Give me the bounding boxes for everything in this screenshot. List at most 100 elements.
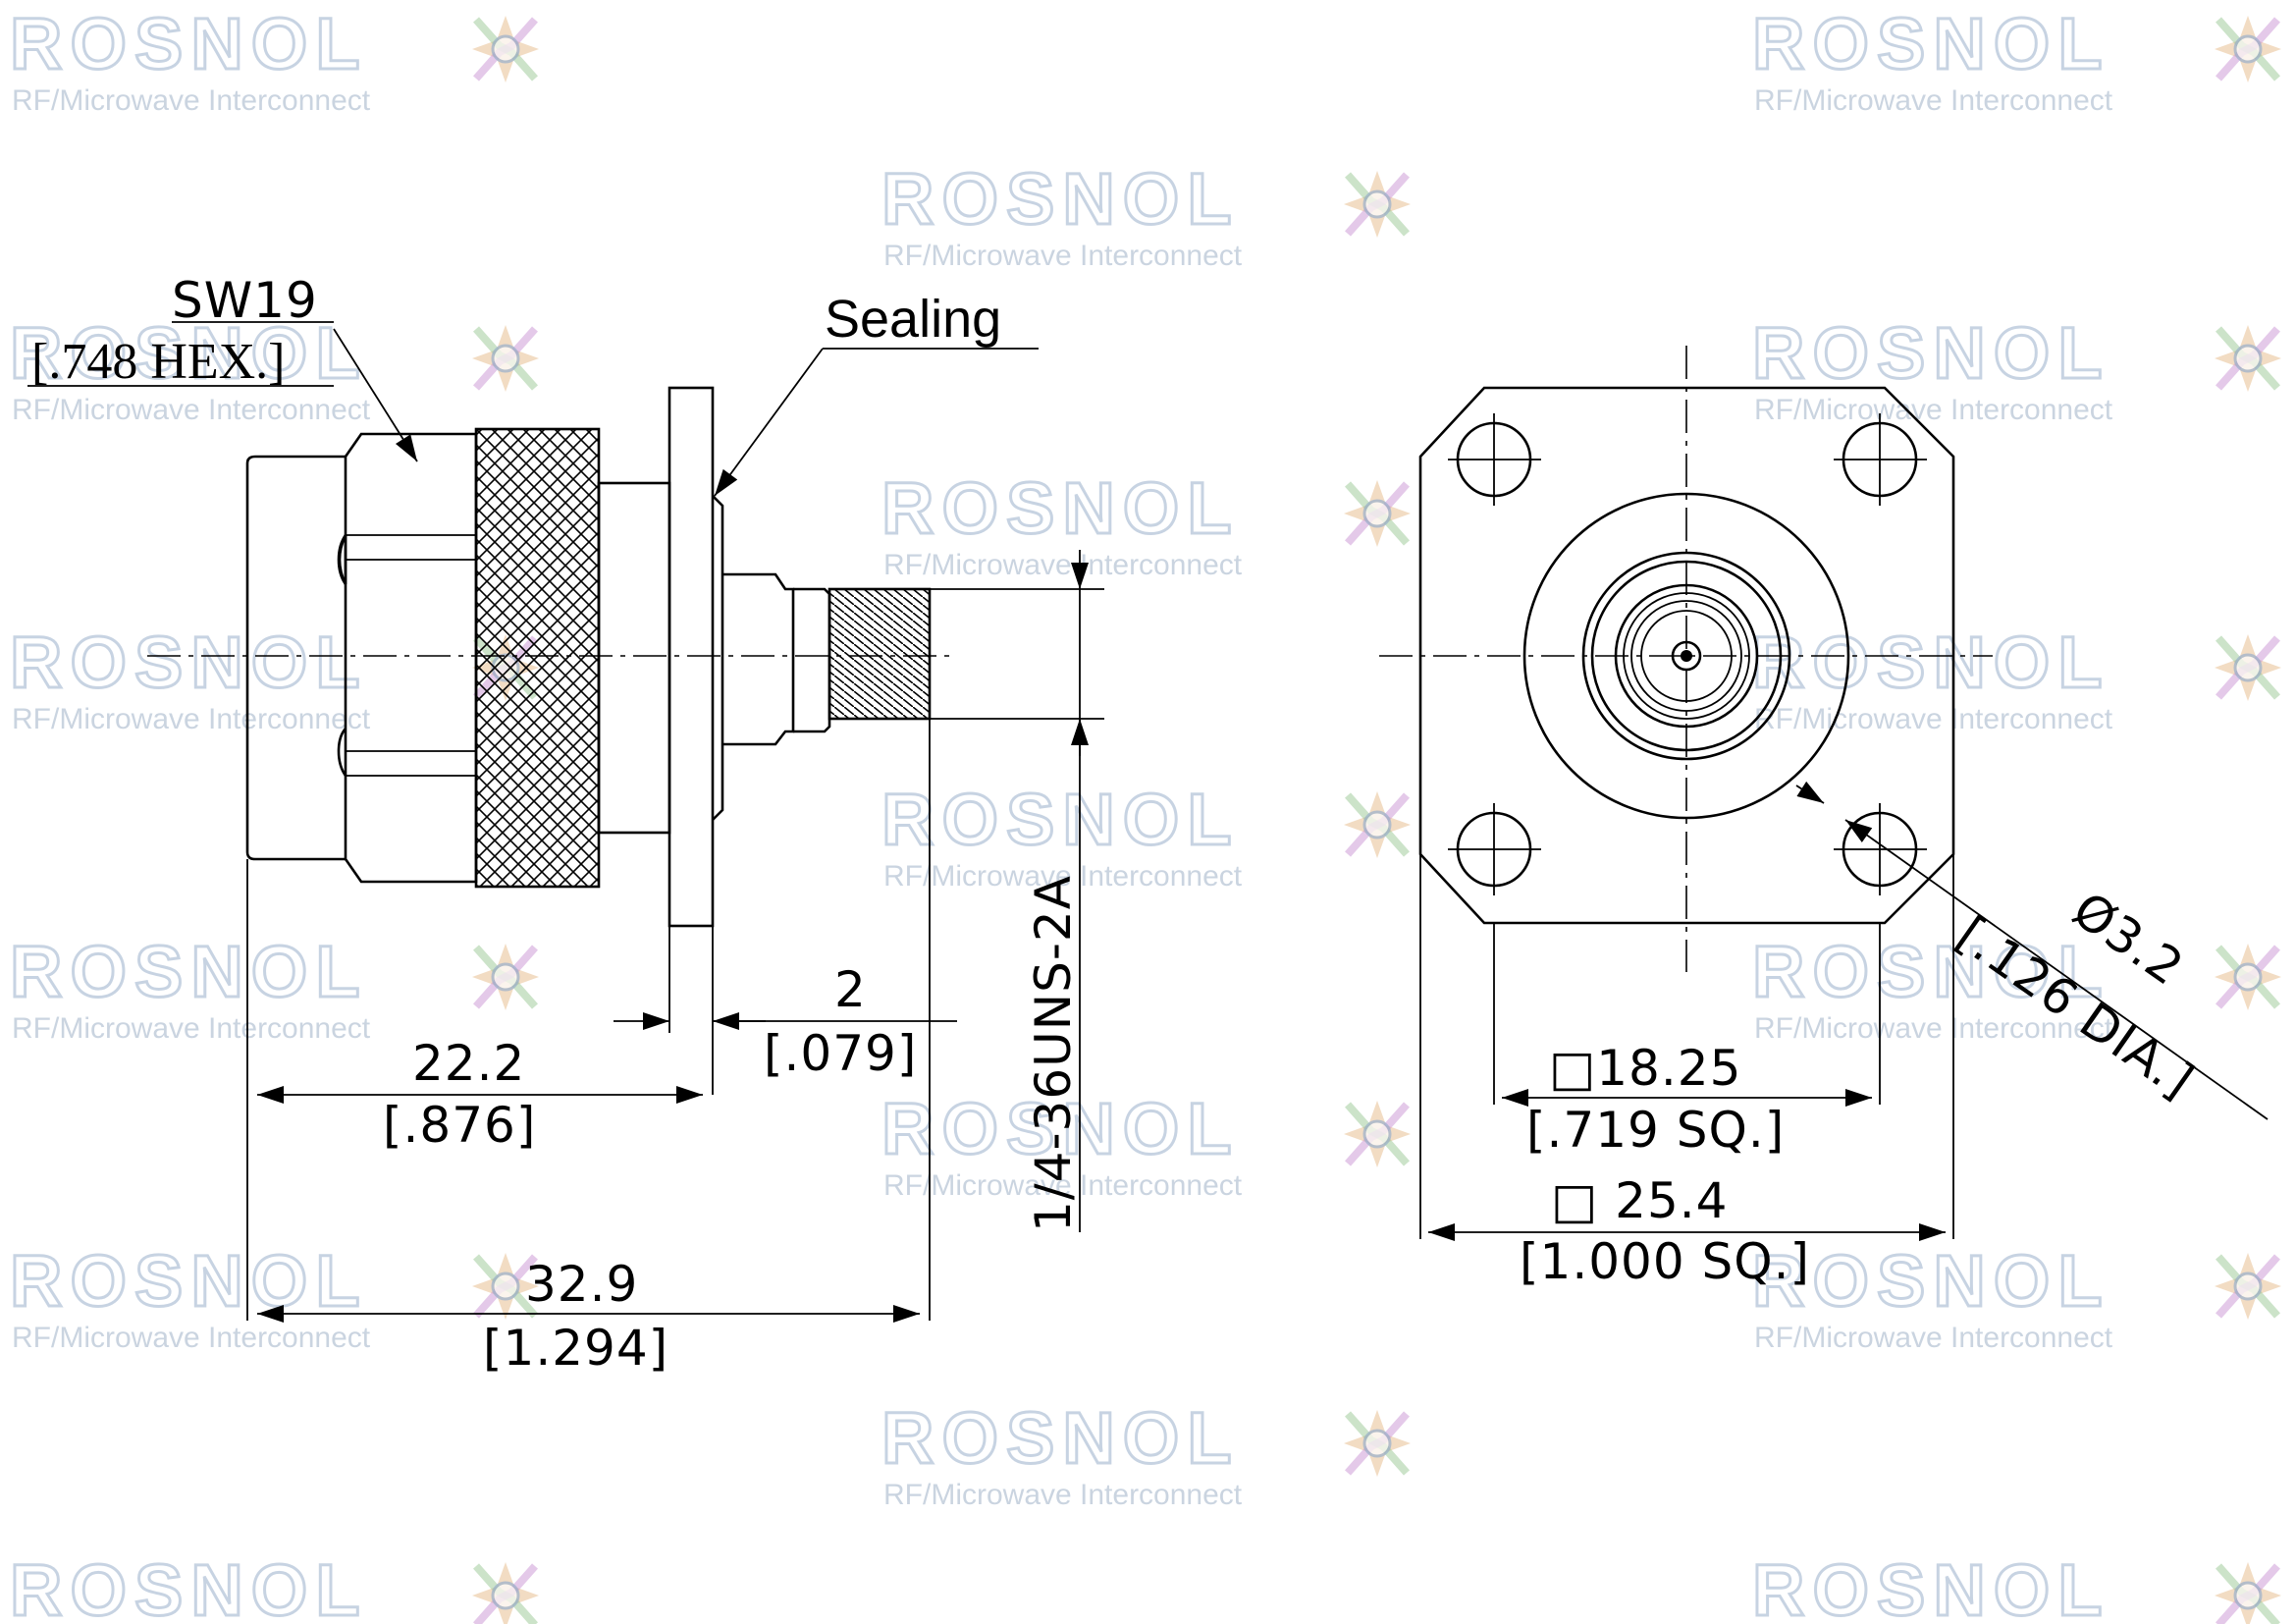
hole-diameter-leader: [1844, 819, 2269, 1120]
watermark-tagline: RF/Microwave Interconnect: [12, 1012, 371, 1045]
connector-face: [1522, 492, 1850, 820]
watermark: ROSNOL RF/Microwave Interconnect: [881, 1396, 1411, 1511]
rosnol-logo-icon: [472, 944, 539, 1010]
rosnol-logo-icon: [472, 1562, 539, 1624]
threaded-section: [828, 587, 932, 721]
watermark-tagline: RF/Microwave Interconnect: [883, 549, 1243, 581]
watermark: ROSNOL RF/Microwave Interconnect: [1751, 621, 2281, 735]
rosnol-logo-icon: [2215, 634, 2281, 701]
hole-spacing-dim: □18.25: [1549, 1040, 1741, 1097]
mounting-hole: [1448, 413, 1541, 506]
rosnol-logo-icon: [2215, 1253, 2281, 1320]
connector-nose: [245, 455, 346, 861]
watermark: ROSNOL: [9, 1548, 539, 1624]
mounting-hole: [1834, 413, 1927, 506]
hex-size-label: SW19: [172, 272, 318, 329]
watermark-brand: ROSNOL: [10, 1240, 368, 1322]
watermark: ROSNOL: [1751, 1548, 2281, 1624]
hex-size-inch-label: [.748 HEX.]: [31, 334, 286, 390]
watermark-tagline: RF/Microwave Interconnect: [883, 1479, 1243, 1511]
sealing-leader-line: [714, 348, 824, 497]
rosnol-logo-icon: [1344, 171, 1411, 238]
flange-size-dim: □ 25.4: [1551, 1172, 1728, 1229]
watermark: ROSNOL RF/Microwave Interconnect: [9, 930, 539, 1045]
rosnol-logo-icon: [472, 16, 539, 82]
knurled-nut: [474, 427, 601, 889]
watermark-brand: ROSNOL: [881, 467, 1240, 549]
watermark-brand: ROSNOL: [1752, 3, 2110, 84]
rosnol-logo-icon: [472, 325, 539, 392]
rosnol-logo-icon: [2215, 944, 2281, 1010]
flange-outline: [1418, 386, 1955, 925]
watermark-brand: ROSNOL: [1752, 622, 2110, 703]
pin-barrel: [793, 587, 831, 733]
connector-body: [597, 481, 671, 835]
watermark-brand: ROSNOL: [1752, 1240, 2110, 1322]
sealing-label: Sealing: [825, 290, 1001, 349]
hex-leader-line: [333, 328, 418, 462]
mounting-flange: [667, 386, 715, 928]
rosnol-logo-icon: [2215, 16, 2281, 82]
length-to-flange-dim: 22.2: [412, 1035, 525, 1092]
watermark-brand: ROSNOL: [881, 1397, 1240, 1479]
watermark: ROSNOL RF/Microwave Interconnect: [9, 311, 539, 426]
flange-thickness-dim: 2: [834, 961, 867, 1018]
watermark-brand: ROSNOL: [1752, 931, 2110, 1012]
rosnol-logo-icon: [1344, 480, 1411, 547]
overall-length-dim: 32.9: [525, 1256, 638, 1313]
overall-length-inch-dim: [1.294]: [483, 1320, 668, 1377]
watermark-brand: ROSNOL: [10, 931, 368, 1012]
rosnol-logo-icon: [2215, 325, 2281, 392]
hole-spacing-inch-dim: [.719 SQ.]: [1526, 1102, 1785, 1159]
watermark-tagline: RF/Microwave Interconnect: [12, 1322, 371, 1354]
watermark: ROSNOL RF/Microwave Interconnect: [881, 1087, 1411, 1202]
watermark-layer: ROSNOL RF/Microwave Interconnect ROSNOL …: [9, 2, 2281, 1624]
watermark-tagline: RF/Microwave Interconnect: [12, 394, 371, 426]
mounting-hole: [1834, 803, 1927, 895]
watermark-tagline: RF/Microwave Interconnect: [883, 1169, 1243, 1202]
watermark: ROSNOL RF/Microwave Interconnect: [881, 157, 1411, 272]
mounting-hole: [1448, 803, 1541, 895]
watermark-tagline: RF/Microwave Interconnect: [12, 703, 371, 735]
watermark-tagline: RF/Microwave Interconnect: [1754, 394, 2113, 426]
watermark-brand: ROSNOL: [881, 158, 1240, 240]
rosnol-logo-icon: [1344, 1410, 1411, 1477]
watermark: ROSNOL RF/Microwave Interconnect: [1751, 311, 2281, 426]
watermark: ROSNOL RF/Microwave Interconnect: [1751, 2, 2281, 117]
watermark-brand: ROSNOL: [1752, 312, 2110, 394]
watermark: ROSNOL RF/Microwave Interconnect: [1751, 930, 2281, 1045]
watermark: ROSNOL RF/Microwave Interconnect: [9, 621, 539, 735]
watermark-brand: ROSNOL: [1752, 1549, 2110, 1624]
watermark-tagline: RF/Microwave Interconnect: [12, 84, 371, 117]
watermark-brand: ROSNOL: [10, 1549, 368, 1624]
side-view: [147, 386, 957, 928]
length-to-flange-inch-dim: [.876]: [383, 1097, 536, 1154]
flange-size-inch-dim: [1.000 SQ.]: [1520, 1233, 1810, 1290]
watermark-brand: ROSNOL: [10, 3, 368, 84]
rosnol-logo-icon: [1344, 1101, 1411, 1167]
watermark-tagline: RF/Microwave Interconnect: [883, 240, 1243, 272]
watermark-tagline: RF/Microwave Interconnect: [1754, 1322, 2113, 1354]
watermark-brand: ROSNOL: [881, 1088, 1240, 1169]
watermark: ROSNOL RF/Microwave Interconnect: [1751, 1239, 2281, 1354]
rear-body: [722, 572, 795, 746]
watermark-brand: ROSNOL: [10, 622, 368, 703]
rosnol-logo-icon: [1344, 791, 1411, 858]
watermark: ROSNOL RF/Microwave Interconnect: [9, 2, 539, 117]
watermark-brand: ROSNOL: [881, 779, 1240, 860]
watermark-brand: ROSNOL: [10, 312, 368, 394]
side-view-annotations: SW19 [.748 HEX.] Sealing 2 [.079] 22.2 […: [27, 272, 1104, 1377]
watermark: ROSNOL RF/Microwave Interconnect: [881, 778, 1411, 893]
rosnol-logo-icon: [2215, 1562, 2281, 1624]
flange-thickness-inch-dim: [.079]: [764, 1025, 917, 1082]
watermark: ROSNOL RF/Microwave Interconnect: [9, 1239, 539, 1354]
watermark-tagline: RF/Microwave Interconnect: [1754, 1012, 2113, 1045]
watermark-tagline: RF/Microwave Interconnect: [1754, 703, 2113, 735]
front-view: [1379, 346, 1993, 972]
watermark-tagline: RF/Microwave Interconnect: [883, 860, 1243, 893]
watermark-tagline: RF/Microwave Interconnect: [1754, 84, 2113, 117]
watermark: ROSNOL RF/Microwave Interconnect: [881, 466, 1411, 581]
thread-spec-label: 1/4-36UNS-2A: [1025, 875, 1082, 1232]
